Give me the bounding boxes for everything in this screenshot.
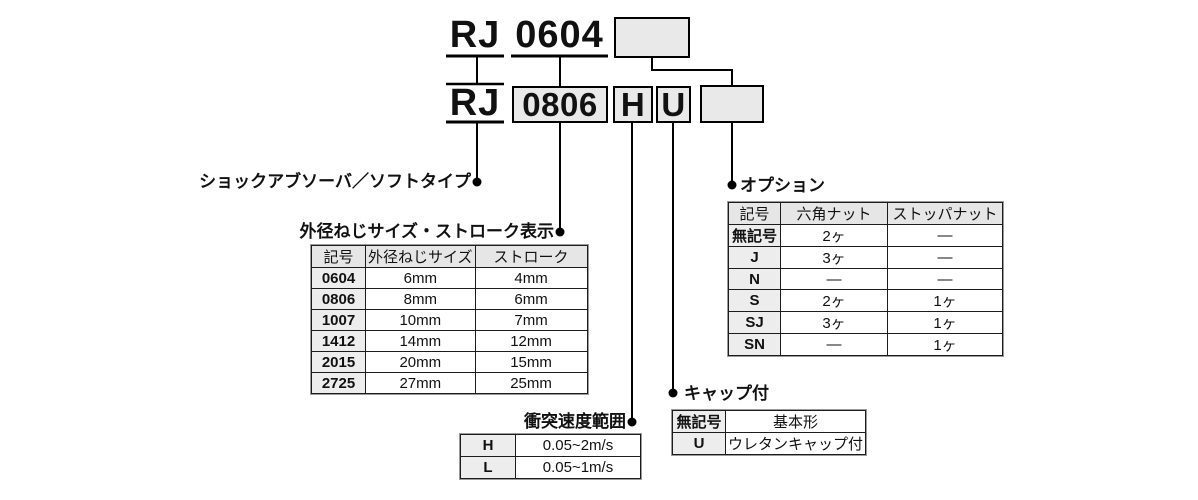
bullet-speed [627, 417, 637, 427]
cell-stroke: 12mm [474, 330, 588, 352]
table-row: H 0.05~2m/s [460, 434, 641, 457]
header-stopper-nut: ストッパナット [887, 202, 1003, 225]
table-row: U ウレタンキャップ付 [672, 432, 867, 455]
size-stroke-header-row: 記号 外径ねじサイズ ストローク [311, 245, 588, 268]
cell-code: 0604 [311, 267, 366, 289]
table-row: SN — 1ヶ [728, 333, 1003, 356]
model2-code-box: 0806 [512, 86, 608, 123]
cell-desc: ウレタンキャップ付 [724, 432, 867, 455]
model1-code: 0604 [515, 14, 604, 56]
table-row: SJ 3ヶ 1ヶ [728, 311, 1003, 334]
cell-hex-nut: — [780, 333, 888, 356]
header-hex-nut: 六角ナット [780, 202, 888, 225]
table-row: J 3ヶ — [728, 246, 1003, 269]
model2-option-box [700, 85, 764, 123]
cell-code: S [728, 289, 781, 312]
table-row: L 0.05~1m/s [460, 456, 641, 479]
cell-stopper-nut: 1ヶ [887, 289, 1003, 312]
cell-stopper-nut: 1ヶ [887, 311, 1003, 334]
model2-prefix: RJ [449, 82, 501, 124]
cell-desc: 基本形 [724, 410, 867, 433]
cell-code: L [460, 456, 516, 479]
cell-size: 6mm [365, 267, 476, 289]
cell-stroke: 7mm [474, 309, 588, 331]
bullet-type [472, 177, 482, 187]
table-row: 無記号 2ヶ — [728, 224, 1003, 247]
header-size: 外径ねじサイズ [365, 245, 476, 268]
cell-stopper-nut: — [887, 224, 1003, 247]
connector-optionbox1-optionbox2 [651, 58, 733, 86]
header-code: 記号 [728, 202, 781, 225]
header-stroke: ストローク [474, 245, 588, 268]
option-table: 記号 六角ナット ストッパナット 無記号 2ヶ — J 3ヶ — N — — S [727, 201, 1004, 357]
table-row: 無記号 基本形 [672, 410, 867, 433]
table-row: N — — [728, 268, 1003, 290]
table-row: 0604 6mm 4mm [311, 267, 588, 289]
cell-stroke: 6mm [474, 288, 588, 310]
speed-label: 衝突速度範囲 [524, 412, 626, 431]
cell-code: J [728, 246, 781, 269]
model2-cap-box: U [656, 86, 691, 123]
cell-hex-nut: 3ヶ [780, 311, 888, 334]
cell-stopper-nut: — [887, 246, 1003, 269]
cell-size: 10mm [365, 309, 476, 331]
table-row: 2725 27mm 25mm [311, 372, 588, 394]
cell-range: 0.05~2m/s [515, 434, 641, 457]
table-row: 2015 20mm 15mm [311, 351, 588, 373]
cell-code: 無記号 [728, 224, 781, 247]
cell-code: 無記号 [672, 410, 726, 433]
option-label: オプション [740, 176, 825, 195]
header-code: 記号 [311, 245, 366, 268]
table-row: S 2ヶ 1ヶ [728, 289, 1003, 312]
cell-stopper-nut: — [887, 268, 1003, 290]
cell-size: 20mm [365, 351, 476, 373]
speed-range-table: H 0.05~2m/s L 0.05~1m/s [459, 433, 642, 480]
cell-code: H [460, 434, 516, 457]
cell-stopper-nut: 1ヶ [887, 333, 1003, 356]
model2-speed-box: H [613, 86, 653, 123]
cell-stroke: 25mm [474, 372, 588, 394]
cell-hex-nut: 3ヶ [780, 246, 888, 269]
cell-hex-nut: 2ヶ [780, 289, 888, 312]
bullet-size-stroke [555, 227, 565, 237]
size-stroke-label: 外径ねじサイズ・ストローク表示 [299, 222, 555, 241]
cell-size: 8mm [365, 288, 476, 310]
cap-table: 無記号 基本形 U ウレタンキャップ付 [670, 409, 868, 456]
model1-option-box [614, 17, 690, 58]
table-row: 1007 10mm 7mm [311, 309, 588, 331]
option-header-row: 記号 六角ナット ストッパナット [728, 202, 1003, 225]
cell-hex-nut: — [780, 268, 888, 290]
cell-code: 1412 [311, 330, 366, 352]
cell-code: 0806 [311, 288, 366, 310]
table-row: 1412 14mm 12mm [311, 330, 588, 352]
size-stroke-table: 記号 外径ねじサイズ ストローク 0604 6mm 4mm 0806 8mm 6… [310, 244, 589, 395]
cell-code: SN [728, 333, 781, 356]
cell-code: SJ [728, 311, 781, 334]
bullet-option [727, 180, 737, 190]
cell-range: 0.05~1m/s [515, 456, 641, 479]
model1-prefix: RJ [449, 14, 501, 56]
cell-size: 14mm [365, 330, 476, 352]
cell-code: 2725 [311, 372, 366, 394]
cap-label: キャップ付 [684, 384, 769, 403]
cell-code: N [728, 268, 781, 290]
cell-size: 27mm [365, 372, 476, 394]
cell-stroke: 15mm [474, 351, 588, 373]
cell-code: 2015 [311, 351, 366, 373]
cell-hex-nut: 2ヶ [780, 224, 888, 247]
bullet-cap [668, 388, 678, 398]
cell-code: U [672, 432, 726, 455]
table-row: 0806 8mm 6mm [311, 288, 588, 310]
type-label: ショックアブソーバ／ソフトタイプ [199, 172, 471, 191]
cell-stroke: 4mm [474, 267, 588, 289]
cell-code: 1007 [311, 309, 366, 331]
